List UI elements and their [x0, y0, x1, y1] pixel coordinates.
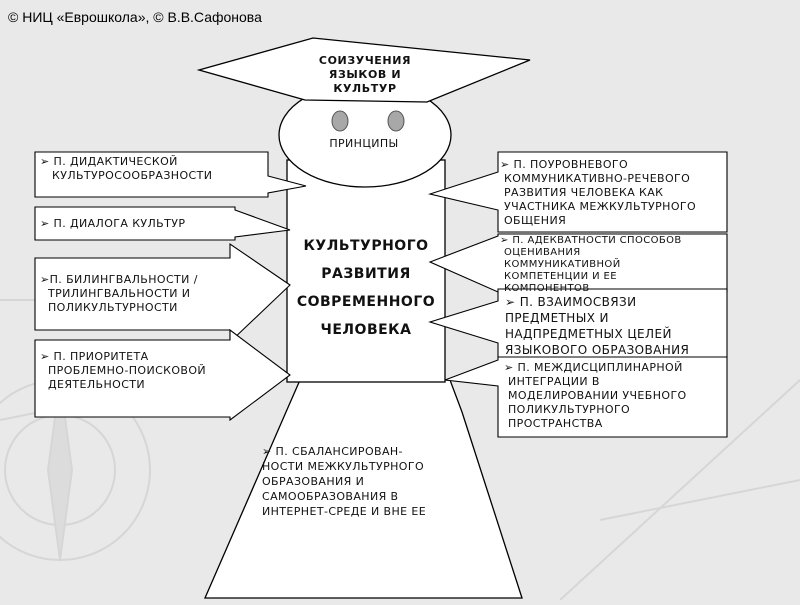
bullet-icon: ➢ [500, 158, 510, 171]
head-label: ПРИНЦИПЫ [329, 137, 399, 150]
cap-title-line: КУЛЬТУР [333, 82, 397, 95]
left-principle-2: ➢ П. ДИАЛОГА КУЛЬТУР [40, 217, 186, 230]
bullet-icon: ➢ [262, 445, 272, 458]
core-line: СОВРЕМЕННОГО [296, 294, 436, 310]
right-principle-3: ➢ П. ВЗАИМОСВЯЗИ ПРЕДМЕТНЫХ И НАДПРЕДМЕТ… [505, 295, 690, 357]
bullet-icon: ➢ [505, 295, 516, 309]
left-principle-3: ➢П. БИЛИНГВАЛЬНОСТИ / ТРИЛИНГВАЛЬНОСТИ И… [40, 273, 198, 314]
left-eye [331, 110, 349, 132]
core-line: КУЛЬТУРНОГО [303, 238, 429, 254]
graduation-cap [196, 37, 531, 103]
core-line: РАЗВИТИЯ [321, 266, 411, 282]
bullet-icon: ➢ [500, 235, 509, 246]
right-principle-1: ➢ П. ПОУРОВНЕВОГО КОММУНИКАТИВНО-РЕЧЕВОГ… [500, 158, 697, 227]
bullet-icon: ➢ [40, 155, 50, 168]
right-callout-4-shape [444, 356, 728, 438]
header-credit: © НИЦ «Еврошкола», © В.В.Сафонова [8, 9, 262, 25]
central-column [286, 159, 446, 383]
left-callout-3-shape [34, 242, 291, 344]
left-callout-2-shape [34, 206, 291, 241]
right-principle-4: ➢ П. МЕЖДИСЦИПЛИНАРНОЙ ИНТЕГРАЦИИ В МОДЕ… [504, 361, 687, 430]
left-callout-1-shape [34, 151, 307, 198]
bullet-icon: ➢ [504, 361, 514, 374]
right-callout-1-shape [427, 151, 728, 233]
left-callout-4-shape [34, 328, 291, 422]
cap-title-line: СОИЗУЧЕНИЯ [318, 54, 412, 67]
cap-title: СОИЗУЧЕНИЯ ЯЗЫКОВ И КУЛЬТУР [300, 54, 430, 96]
left-principle-4: ➢ П. ПРИОРИТЕТА ПРОБЛЕМНО-ПОИСКОВОЙ ДЕЯТ… [40, 350, 207, 391]
cap-title-line: ЯЗЫКОВ И [328, 68, 402, 81]
core-line: ЧЕЛОВЕКА [320, 322, 412, 338]
left-principle-1: ➢ П. ДИДАКТИЧЕСКОЙ КУЛЬТУРОСООБРАЗНОСТИ [40, 155, 213, 182]
right-eye [387, 110, 405, 132]
right-principle-2: ➢ П. АДЕКВАТНОСТИ СПОСОБОВ ОЦЕНИВАНИЯ КО… [500, 235, 682, 294]
bottom-principle: ➢ П. СБАЛАНСИРОВАН- НОСТИ МЕЖКУЛЬТУРНОГО… [262, 445, 427, 518]
bullet-icon: ➢ [40, 273, 50, 286]
bullet-icon: ➢ [40, 350, 50, 363]
bullet-icon: ➢ [40, 217, 50, 230]
